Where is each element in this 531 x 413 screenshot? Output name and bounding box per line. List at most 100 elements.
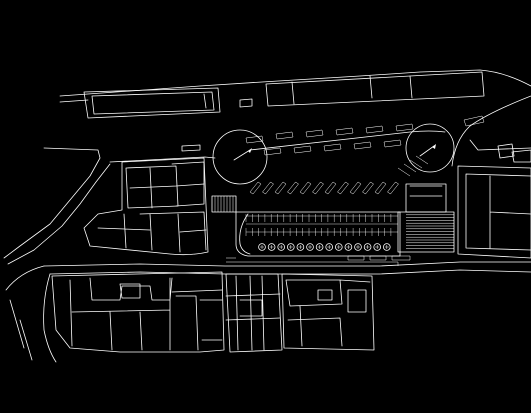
east-small-buildings [497,143,531,163]
west-ramp-hatching [214,196,234,212]
tree [325,243,334,251]
sidewalk-edge [226,257,399,266]
east-entry-stalls [397,155,429,177]
road-edge-east [469,139,531,151]
tree-mark [288,245,293,249]
tree-mark [308,245,312,249]
roundabout-east-mark [419,145,435,157]
angled-stall [249,181,262,195]
angled-stall [387,181,399,195]
east-ramp-hatching [406,214,454,249]
east-building-outline [457,165,531,259]
west-block-outline [83,157,209,256]
north-parking-stalls [245,115,485,156]
angled-stall [262,181,274,195]
stall [293,145,312,154]
west-block [83,157,209,256]
stall [323,143,342,152]
stall [365,125,384,134]
tree-mark [327,245,332,249]
south-bench-row [347,255,411,261]
east-building-inner [465,173,531,251]
stall [245,135,264,144]
tree-mark [336,245,341,249]
north-west-building [83,87,221,119]
road-edge-south-upper [43,261,531,267]
tree [277,243,286,251]
south-block-east [281,273,375,351]
stall [383,139,402,148]
central-plaza [211,181,455,261]
east-pavilion-inner [409,185,443,197]
roundabout-west-pointer [248,148,252,153]
tree [334,243,343,251]
misc-details [226,155,429,266]
tree-mark [260,245,264,249]
tree [267,243,276,251]
angled-stall [312,181,324,195]
stall [353,141,372,150]
roundabouts [212,123,455,185]
angled-stalls-row [249,181,399,195]
south-block-west-lots [69,277,223,351]
angled-stall [299,181,312,195]
tree-mark [375,245,380,249]
tree-mark [298,245,303,249]
north-long-building-inner [291,75,413,105]
angled-stall [337,181,349,195]
tree [344,243,353,251]
tree-mark [384,245,389,249]
road-edge-north-lower [59,99,89,103]
plaza-tree-row [258,243,391,251]
east-building [457,143,531,259]
angled-stall [362,181,374,195]
north-small-building [239,98,253,108]
angled-stall [324,181,337,195]
south-block-west [51,271,225,353]
tree [296,243,305,251]
roundabout-east-pointer [432,144,436,149]
west-ramp [211,195,237,213]
north-west-building-inner [91,91,215,115]
east-pavilion [405,183,447,213]
stall [275,131,294,140]
road-curve-east-inner [249,130,446,151]
tree-mark [365,245,370,249]
tree-mark [317,245,322,249]
stall [335,127,354,136]
tree-mark [356,245,360,249]
stall [263,147,282,156]
stall [305,129,324,138]
angled-stall [287,181,299,195]
tree [258,243,266,251]
north-long-building [265,71,485,107]
west-block-divisions [97,167,207,253]
angled-stall [274,181,287,195]
tree [286,243,295,251]
angled-stall [374,181,387,195]
road-edge-south-lower [49,269,531,275]
north-bus-stop [181,144,201,152]
tree-mark [346,245,351,249]
angled-stall [349,181,362,195]
tree [354,243,362,251]
roundabout-west [212,129,268,185]
road-edge-west-lower [7,163,111,265]
plaza-parking-grid [245,214,398,236]
tree [363,243,372,251]
road-curve-east-outer [451,95,531,167]
roundabout-east [405,123,455,173]
north-buildings [83,71,485,152]
south-blocks [51,271,375,353]
road-edge-north-upper [59,69,531,97]
road-edge-west-upper [3,147,101,259]
tree [373,243,382,251]
stall [395,123,414,132]
east-ramp-outline [397,211,455,253]
roundabout-west-mark [233,149,251,161]
tree-mark [279,245,284,249]
south-block-east-lots [285,279,371,347]
road-edge-central-north [109,156,216,163]
tree [306,243,314,251]
